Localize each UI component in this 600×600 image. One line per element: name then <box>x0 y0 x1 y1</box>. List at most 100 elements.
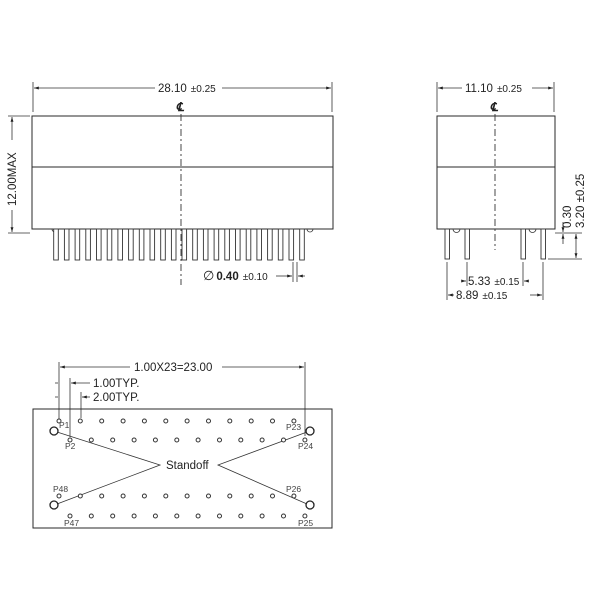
pin <box>106 228 113 261</box>
standoff-bump <box>452 228 461 233</box>
pin-hole <box>302 437 308 443</box>
pin-hole <box>291 418 297 424</box>
pin <box>299 228 305 261</box>
pin-hole <box>206 418 211 424</box>
pin-hole <box>152 437 158 443</box>
pin-hole <box>195 437 201 443</box>
overall-pitch-dim: 1.00X23=23.00 <box>134 362 212 374</box>
inner-row-spacing-dim: 5.33±0.15 <box>468 276 520 288</box>
pin-hole <box>302 513 308 519</box>
pin-hole <box>291 493 297 499</box>
pin <box>267 228 273 261</box>
pin-hole <box>238 513 244 519</box>
centerline-symbol: ℄ <box>490 100 499 114</box>
pin-hole <box>174 513 180 519</box>
pin-hole <box>77 418 83 424</box>
pin <box>245 228 252 261</box>
pin <box>464 228 470 260</box>
pin-hole <box>67 513 73 519</box>
pin-hole <box>152 513 158 519</box>
standoff-circle <box>305 500 315 510</box>
pin <box>85 228 91 261</box>
pin <box>520 228 526 260</box>
standoff-circle <box>49 500 59 510</box>
component-footprint <box>32 408 333 529</box>
pin-row <box>53 228 305 261</box>
pin <box>53 228 59 261</box>
pin-hole <box>99 493 105 499</box>
side-width-dim: 11.10±0.25 <box>465 83 522 95</box>
pin-label-p24: P24 <box>298 441 313 451</box>
pin-hole <box>174 437 180 443</box>
pin-hole <box>259 513 265 519</box>
pin-hole <box>270 493 275 499</box>
pin <box>256 228 262 261</box>
pin-hole <box>110 437 116 443</box>
pin-hole <box>120 493 126 499</box>
pin-hole <box>281 513 286 519</box>
pin-hole <box>238 437 244 443</box>
pin-hole <box>120 418 126 424</box>
pin-hole <box>56 418 62 424</box>
pin-hole <box>163 418 169 424</box>
pin <box>288 228 295 261</box>
pin-label-p48: P48 <box>53 484 68 494</box>
standoff-leader-right <box>216 431 308 505</box>
pin <box>224 228 230 261</box>
standoff-bump <box>528 228 537 233</box>
pin-hole <box>184 493 190 499</box>
pin-hole <box>56 493 62 499</box>
side-view: 11.10±0.25 ℄ 5.33±0.15 8.89±0.15 0.30 <box>436 82 587 302</box>
pin <box>128 228 134 261</box>
pin-hole <box>88 513 94 519</box>
pin-hole <box>248 418 254 424</box>
standoff-leader-left <box>56 431 162 505</box>
pin-hole <box>248 493 254 499</box>
pin <box>74 228 81 261</box>
pin-hole <box>227 493 233 499</box>
pin-hole <box>206 493 211 499</box>
pin-hole <box>281 437 286 443</box>
standoff-bump <box>306 228 314 233</box>
pin <box>277 228 284 261</box>
pin <box>181 228 188 261</box>
pin-hole <box>270 418 275 424</box>
pin-hole <box>184 418 190 424</box>
standoff-height-dim: 0.30 <box>562 206 574 228</box>
pin-hole <box>77 493 83 499</box>
pin-hole <box>131 513 137 519</box>
standoff-circle <box>305 426 315 436</box>
pin-label-p25: P25 <box>298 518 313 528</box>
pitch-typ-dim: 1.00TYP. <box>93 378 139 390</box>
component-body <box>31 115 334 230</box>
pin-hole <box>131 437 137 443</box>
pin-label-p23: P23 <box>286 422 301 432</box>
pin <box>149 228 156 261</box>
pin-hole <box>141 418 147 424</box>
pin <box>170 228 177 261</box>
front-width-dim: 28.10±0.25 <box>158 83 216 95</box>
pin-hole <box>163 493 169 499</box>
pin <box>213 228 220 261</box>
pin <box>444 228 450 260</box>
pin-length-dim: 3.20 ±0.25 <box>575 174 587 228</box>
pin <box>117 228 123 261</box>
pin-hole <box>217 437 222 443</box>
pin-hole <box>227 418 233 424</box>
pin-hole <box>141 493 147 499</box>
pin <box>202 228 209 261</box>
pin-hole <box>195 513 201 519</box>
pin <box>540 228 546 260</box>
front-height-dim: 12.00MAX <box>7 152 19 206</box>
row-pitch-typ-dim: 2.00TYP. <box>93 392 139 404</box>
pin-hole <box>88 437 94 443</box>
pin <box>63 228 70 261</box>
pin-hole <box>67 437 73 443</box>
bottom-view: 1.00X23=23.00 1.00TYP. 2.00TYP. Standoff… <box>32 362 333 529</box>
centerline-symbol: ℄ <box>176 100 185 114</box>
standoff-circle <box>49 426 59 436</box>
component-body-side <box>436 115 556 230</box>
pin-label-p26: P26 <box>286 484 301 494</box>
pin-label-p1: P1 <box>59 420 70 430</box>
pin-diameter-dim: ∅0.40±0.10 <box>203 268 268 283</box>
